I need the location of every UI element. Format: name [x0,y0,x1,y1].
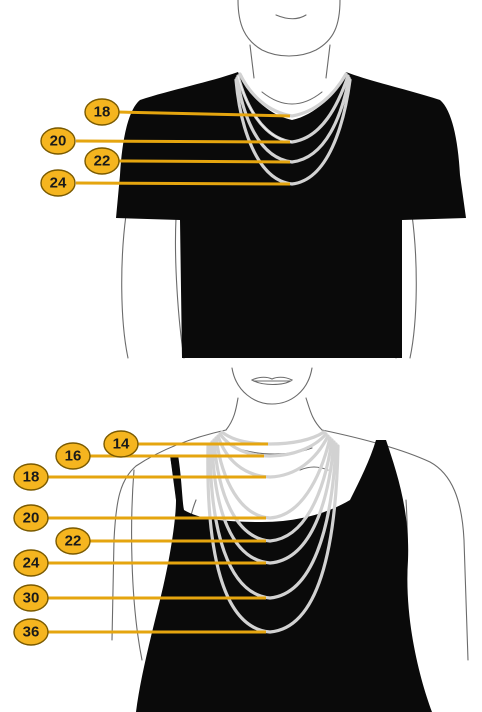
length-badge: 18 [14,464,48,490]
leader-line [118,161,290,162]
svg-text:22: 22 [65,533,82,550]
length-badge: 20 [41,128,75,154]
svg-text:18: 18 [23,469,40,486]
svg-text:24: 24 [23,555,40,572]
length-badge: 22 [85,148,119,174]
svg-text:14: 14 [113,436,130,453]
svg-text:20: 20 [23,510,40,527]
length-badge: 18 [85,99,119,125]
leader-line [76,183,290,184]
length-badge: 16 [56,443,90,469]
length-badge: 20 [14,505,48,531]
leader-line [76,141,290,142]
svg-text:16: 16 [65,448,82,465]
length-badge: 22 [56,528,90,554]
svg-text:18: 18 [94,104,111,121]
svg-text:24: 24 [50,175,67,192]
length-badge: 24 [41,170,75,196]
svg-text:36: 36 [23,624,40,641]
svg-text:30: 30 [23,590,40,607]
length-badge: 24 [14,550,48,576]
length-badge: 36 [14,619,48,645]
length-badge: 30 [14,585,48,611]
length-badge: 14 [104,431,138,457]
svg-text:20: 20 [50,133,67,150]
camisole [136,440,432,712]
svg-text:22: 22 [94,153,111,170]
